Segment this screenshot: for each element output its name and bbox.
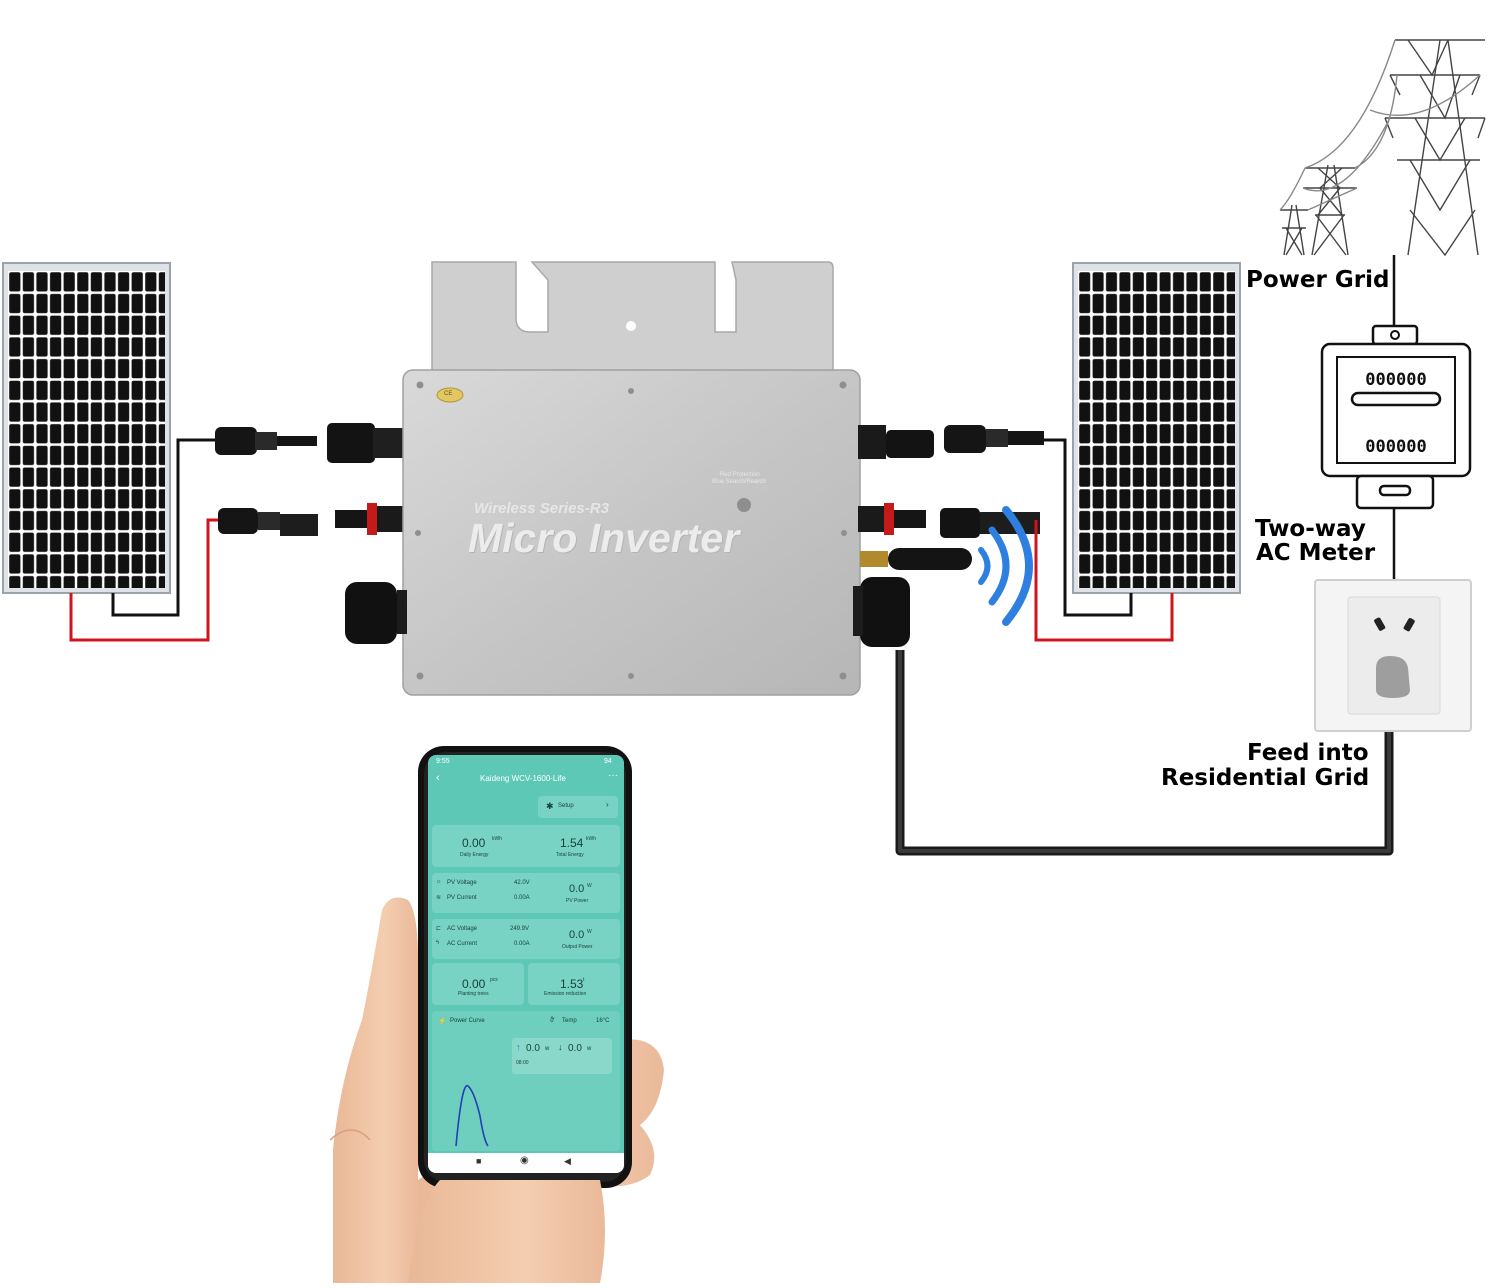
meter-reading-bottom: 000000: [1365, 437, 1426, 457]
nav-bar: ■ ◉ ◀: [428, 1153, 624, 1173]
plug-icon: ⊏: [436, 926, 442, 932]
pv-power-unit: W: [587, 883, 592, 889]
button-caption-2: Blue Search/Rearch: [712, 479, 766, 485]
total-energy-label: Total Energy: [556, 852, 584, 858]
battery-level: 94: [604, 758, 612, 765]
app-title: Kaideng WCV-1600-Life: [480, 774, 566, 783]
emission-label: Emission reduction: [544, 991, 587, 997]
ac-voltage-value: 249.9V: [510, 926, 530, 932]
curve-icon: ⚡: [438, 1018, 447, 1025]
power-curve-card: ⚡ Power Curve ϑ Temp 16°C ↑ 0.0 w ↓ 0.0 …: [432, 1011, 620, 1151]
pv-power-value: 0.0: [569, 883, 585, 895]
power-tower-icon: [1279, 39, 1486, 257]
daily-energy-unit: kWh: [492, 836, 502, 842]
pv-current-label: PV Current: [447, 895, 477, 901]
pv-card: ☼ PV Voltage 42.0V ≋ PV Current 0.00A 0.…: [432, 873, 620, 913]
tooltip-down-value: 0.0: [568, 1043, 582, 1054]
pv-voltage-value: 42.0V: [514, 880, 530, 886]
pv-power-label: PV Power: [566, 898, 589, 904]
ac-current-label: AC Current: [447, 941, 478, 947]
up-arrow-icon: ↑: [516, 1042, 521, 1052]
right-solar-panel: [1072, 262, 1241, 594]
button-caption-1: Red Protection: [720, 472, 760, 478]
right-panel-wires: [1034, 438, 1174, 642]
ac-meter-icon: [1320, 324, 1472, 510]
current-icon: ≋: [436, 895, 442, 901]
emission-unit: t: [583, 977, 585, 983]
bolt-icon: ϟ: [436, 940, 440, 946]
power-grid-label: Power Grid: [1246, 267, 1390, 293]
back-nav-icon[interactable]: ◀: [564, 1156, 571, 1166]
tooltip-up-value: 0.0: [526, 1043, 540, 1054]
trees-unit: pcs: [490, 977, 498, 983]
status-time: 9:55: [436, 758, 450, 765]
tooltip-up-unit: w: [545, 1046, 550, 1052]
power-curve-line: [455, 1084, 489, 1147]
inverter-name: Micro Inverter: [468, 515, 740, 561]
gear-icon: ✱: [546, 801, 554, 811]
ac-voltage-label: AC Voltage: [447, 926, 478, 932]
meter-label-line1: Two-way: [1255, 516, 1366, 542]
phone-screen: 9:55 94 ‹ Kaideng WCV-1600-Life ··· ✱ Se…: [428, 755, 624, 1173]
setup-button[interactable]: ✱ Setup ›: [538, 796, 618, 818]
output-power-label: Output Power: [562, 944, 593, 950]
daily-energy-label: Daily Energy: [460, 852, 489, 858]
emission-card: 1.53 t Emission reduction: [528, 963, 620, 1005]
recent-apps-icon[interactable]: ■: [476, 1156, 482, 1166]
feed-label-line2: Residential Grid: [1161, 765, 1370, 791]
more-icon[interactable]: ···: [608, 770, 618, 781]
meter-label-line2: AC Meter: [1256, 540, 1376, 566]
wifi-signal-icon: [978, 506, 1033, 626]
output-power-unit: W: [587, 929, 592, 935]
wall-outlet-icon: [1314, 579, 1472, 732]
back-icon[interactable]: ‹: [436, 772, 440, 784]
total-energy-unit: kWh: [586, 836, 596, 842]
inverter-series: Wireless Series-R3: [474, 500, 609, 517]
pv-voltage-label: PV Voltage: [447, 880, 477, 886]
feed-label-line1: Feed into: [1247, 740, 1369, 766]
curve-label: Power Curve: [450, 1018, 485, 1024]
meter-reading-top: 000000: [1365, 370, 1426, 390]
tooltip-down-unit: w: [587, 1046, 592, 1052]
ac-card: ⊏ AC Voltage 249.9V ϟ AC Current 0.00A 0…: [432, 919, 620, 959]
micro-inverter: [345, 261, 910, 696]
trees-value: 0.00: [462, 977, 486, 991]
pv-current-value: 0.00A: [514, 895, 530, 901]
ac-current-value: 0.00A: [514, 941, 530, 947]
chevron-right-icon: ›: [606, 800, 609, 809]
energy-card: 0.00 kWh Daily Energy 1.54 kWh Total Ene…: [432, 825, 620, 867]
right-connectors: [858, 425, 1044, 570]
thermometer-icon: ϑ: [550, 1017, 554, 1024]
output-power-value: 0.0: [569, 929, 585, 941]
temp-label: Temp: [562, 1018, 577, 1024]
emission-value: 1.53: [560, 977, 584, 991]
left-solar-panel: [2, 262, 171, 594]
total-energy-value: 1.54: [560, 836, 584, 850]
curve-tooltip: ↑ 0.0 w ↓ 0.0 w 08:00: [512, 1038, 612, 1074]
trees-card: 0.00 pcs Planting trees: [432, 963, 524, 1005]
left-panel-wires: [69, 438, 218, 642]
temp-value: 16°C: [596, 1018, 610, 1024]
daily-energy-value: 0.00: [462, 836, 486, 850]
down-arrow-icon: ↓: [558, 1042, 563, 1052]
solar-icon: ☼: [436, 879, 442, 885]
setup-label: Setup: [558, 803, 574, 809]
certification-badge: CE: [444, 391, 453, 397]
trees-label: Planting trees: [458, 991, 489, 997]
left-connectors: [215, 423, 405, 536]
tooltip-time: 08:00: [516, 1060, 529, 1066]
home-icon[interactable]: ◉: [520, 1155, 529, 1166]
